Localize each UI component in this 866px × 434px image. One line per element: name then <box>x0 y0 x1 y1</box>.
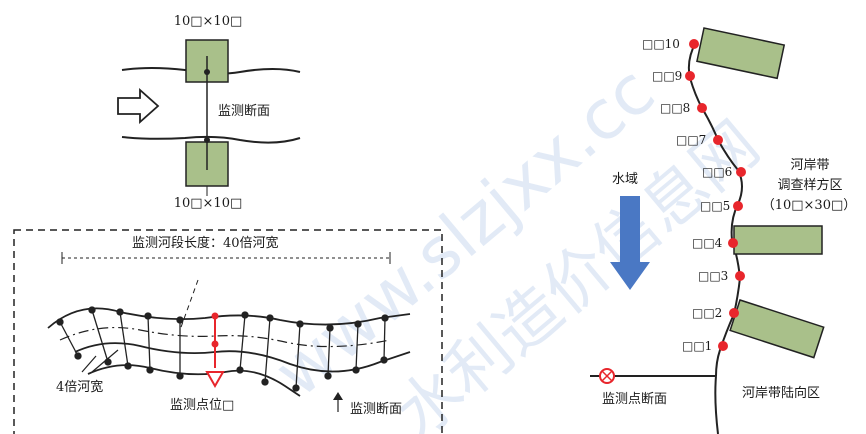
point-6 <box>736 167 746 177</box>
point-label-7: □□7 <box>676 133 707 147</box>
monitor-section-label: 监测点断面 <box>602 392 668 407</box>
point-7 <box>713 135 723 145</box>
monitor-node-red <box>211 340 219 348</box>
point-8 <box>697 103 707 113</box>
point-label-3: □□3 <box>698 269 729 283</box>
point-9 <box>685 71 695 81</box>
section-node <box>204 137 210 143</box>
point-label-9: □□9 <box>652 69 683 83</box>
point-label-5: □□5 <box>700 199 731 213</box>
plot-title-line1: 河岸带 <box>790 158 830 173</box>
cross-section-schematic <box>117 39 301 196</box>
reach-bank-upper <box>47 307 411 329</box>
width-label: 4倍河宽 <box>56 380 104 395</box>
reach-length-label: 监测河段长度：40倍河宽 <box>130 236 281 252</box>
point-label-1: □□1 <box>682 339 713 353</box>
river-bank-lower <box>121 135 301 144</box>
point-10 <box>689 39 699 49</box>
point-2 <box>729 308 739 318</box>
monitor-node-red <box>211 312 219 320</box>
sample-plot-4 <box>733 225 823 255</box>
reach-centerline <box>59 326 391 348</box>
width-pointer <box>91 349 119 373</box>
transect-lines <box>56 306 389 392</box>
plot-title-line2: 调查样方区 <box>777 178 843 193</box>
point-3 <box>735 271 745 281</box>
point-label-10: □□10 <box>642 37 680 51</box>
riparian-land-label: 河岸带陆向区 <box>742 386 821 401</box>
water-flow-arrow-icon <box>610 196 650 290</box>
cross-section-label: 监测断面 <box>218 104 271 119</box>
point-1 <box>718 341 728 351</box>
riparian-schematic <box>590 27 825 434</box>
sample-plot-10 <box>696 27 786 80</box>
point-label-4: □□4 <box>692 236 723 250</box>
reach-schematic <box>13 229 443 434</box>
riverbank-line-lower <box>714 375 719 434</box>
point-label-2: □□2 <box>692 306 723 320</box>
flow-arrow-icon <box>117 87 160 125</box>
reach-bank-outer <box>87 364 301 397</box>
point-5 <box>733 201 743 211</box>
point-label-8: □□8 <box>660 101 691 115</box>
leader-dashed <box>179 279 199 331</box>
monitor-point-label: 监测点位□ <box>170 398 235 413</box>
sample-plot-2 <box>729 299 825 359</box>
section-arrow-icon <box>333 392 343 400</box>
point-4 <box>728 238 738 248</box>
top-plot-label: 10□×10□ <box>173 14 243 29</box>
plot-title-line3: （10□×30□） <box>761 198 857 213</box>
monitor-points <box>685 39 746 351</box>
reach-section-label: 监测断面 <box>350 402 403 417</box>
monitor-point-triangle-icon <box>205 371 225 389</box>
width-pointer <box>81 355 97 373</box>
water-label: 水域 <box>612 172 639 187</box>
reach-dashed-frame <box>13 229 443 434</box>
section-node <box>204 69 210 75</box>
bottom-plot-label: 10□×10□ <box>173 196 243 211</box>
point-label-6: □□6 <box>702 165 733 179</box>
